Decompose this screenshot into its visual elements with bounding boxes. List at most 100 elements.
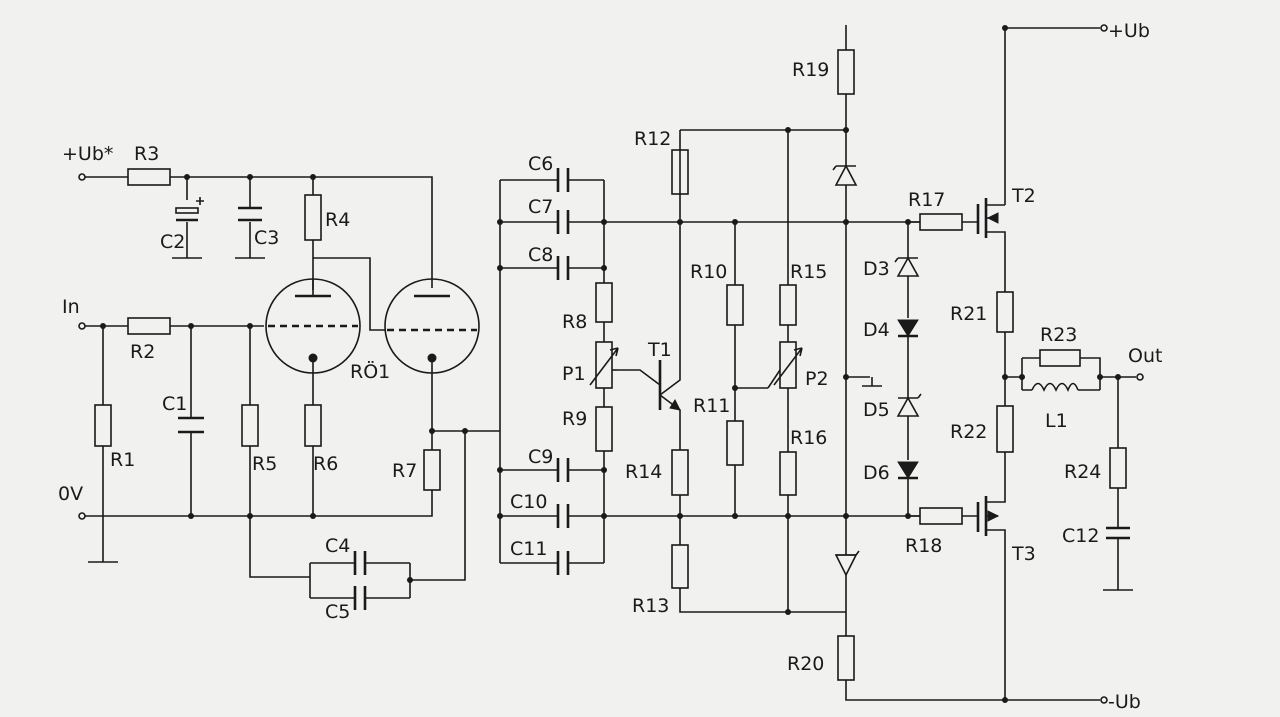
label-c10: C10	[510, 491, 547, 513]
capacitor-c11	[556, 551, 570, 575]
resistor-r10	[726, 284, 744, 326]
resistor-r3	[127, 168, 171, 186]
label-c2: C2	[160, 231, 185, 253]
resistor-r7	[423, 449, 441, 491]
label-t1: T1	[647, 339, 672, 361]
resistors	[94, 49, 1127, 681]
terminals	[78, 24, 1144, 704]
capacitor-c8	[556, 256, 570, 280]
label-c4: C4	[325, 535, 350, 557]
label-p1: P1	[562, 363, 586, 385]
mosfet-t2	[976, 198, 1006, 238]
capacitors	[175, 168, 1130, 610]
resistor-r12	[671, 149, 689, 195]
terminal-label-in: In	[62, 296, 80, 318]
label-c8: C8	[528, 244, 553, 266]
label-ro1: RÖ1	[350, 360, 390, 383]
resistor-r1	[94, 404, 112, 447]
label-r15: R15	[790, 261, 827, 283]
label-d6: D6	[863, 462, 890, 484]
label-c3: C3	[254, 227, 279, 249]
resistor-r21	[996, 291, 1014, 333]
capacitor-c12	[1106, 526, 1130, 540]
capacitor-c1	[178, 416, 204, 434]
diode-d6	[897, 461, 919, 480]
vacuum-tube-ro1-second	[384, 278, 480, 374]
label-p2: P2	[805, 368, 829, 390]
label-d3: D3	[863, 258, 890, 280]
resistor-r14	[671, 449, 689, 496]
label-r12: R12	[634, 128, 671, 150]
label-r8: R8	[562, 311, 587, 333]
label-r21: R21	[950, 303, 987, 325]
label-c9: C9	[528, 446, 553, 468]
resistor-r2	[127, 317, 171, 335]
diode-d3	[894, 256, 920, 277]
label-r4: R4	[325, 209, 350, 231]
resistor-r18	[919, 507, 963, 525]
label-r2: R2	[130, 341, 155, 363]
resistor-r16	[779, 451, 797, 496]
zener-diode-top	[832, 164, 858, 186]
capacitor-c10	[556, 504, 570, 528]
diode-d4	[897, 319, 919, 338]
resistor-r4	[304, 194, 322, 241]
label-r22: R22	[950, 421, 987, 443]
capacitor-c9	[556, 458, 570, 482]
label-t3: T3	[1011, 543, 1036, 565]
label-r6: R6	[313, 453, 338, 475]
label-d5: D5	[863, 399, 890, 421]
component-labels: +Ub* In 0V +Ub -Ub Out R1 R2 R3 R4 R5 R6…	[58, 20, 1162, 713]
label-r10: R10	[690, 261, 727, 283]
junction-dots	[100, 25, 1121, 703]
label-r18: R18	[905, 535, 942, 557]
potentiometers	[589, 341, 803, 389]
label-r1: R1	[110, 449, 135, 471]
label-r5: R5	[252, 453, 277, 475]
resistor-r17	[919, 213, 963, 231]
resistor-r23	[1039, 349, 1081, 367]
wires	[85, 25, 1136, 701]
label-l1: L1	[1045, 410, 1068, 432]
resistor-r24	[1109, 447, 1127, 489]
diode-d5	[896, 393, 922, 417]
resistor-r13	[671, 544, 689, 589]
terminal-label-ub-minus: -Ub	[1108, 691, 1141, 713]
label-r23: R23	[1040, 324, 1077, 346]
label-c12: C12	[1062, 525, 1099, 547]
terminal-label-ub-plus: +Ub	[1108, 20, 1150, 42]
label-r14: R14	[625, 461, 662, 483]
label-c1: C1	[162, 393, 187, 415]
label-r11: R11	[693, 395, 730, 417]
label-r13: R13	[632, 595, 669, 617]
label-r24: R24	[1064, 461, 1101, 483]
label-t2: T2	[1011, 185, 1036, 207]
capacitor-c5	[353, 586, 367, 610]
terminal-label-out: Out	[1128, 345, 1162, 367]
label-r7: R7	[392, 460, 417, 482]
label-r9: R9	[562, 408, 587, 430]
label-c7: C7	[528, 196, 553, 218]
capacitor-c2	[175, 197, 204, 222]
diodes	[832, 164, 922, 577]
terminal-label-ub-star: +Ub*	[62, 143, 113, 165]
capacitor-c3	[238, 206, 262, 222]
resistor-r19	[837, 49, 855, 95]
capacitor-c6	[556, 168, 570, 192]
resistor-r15	[779, 284, 797, 326]
mosfet-t3	[976, 496, 1006, 540]
terminal-label-0v: 0V	[58, 483, 83, 505]
capacitor-c7	[556, 210, 570, 234]
inductor-l1	[1031, 382, 1079, 393]
resistor-r5	[241, 404, 259, 447]
resistor-r20	[837, 635, 855, 681]
zener-diode-bottom	[834, 550, 860, 577]
label-r17: R17	[908, 189, 945, 211]
label-d4: D4	[863, 319, 890, 341]
potentiometer-p2	[767, 341, 803, 389]
label-r19: R19	[792, 59, 829, 81]
resistor-r22	[996, 405, 1014, 453]
label-c6: C6	[528, 153, 553, 175]
label-r20: R20	[787, 653, 824, 675]
